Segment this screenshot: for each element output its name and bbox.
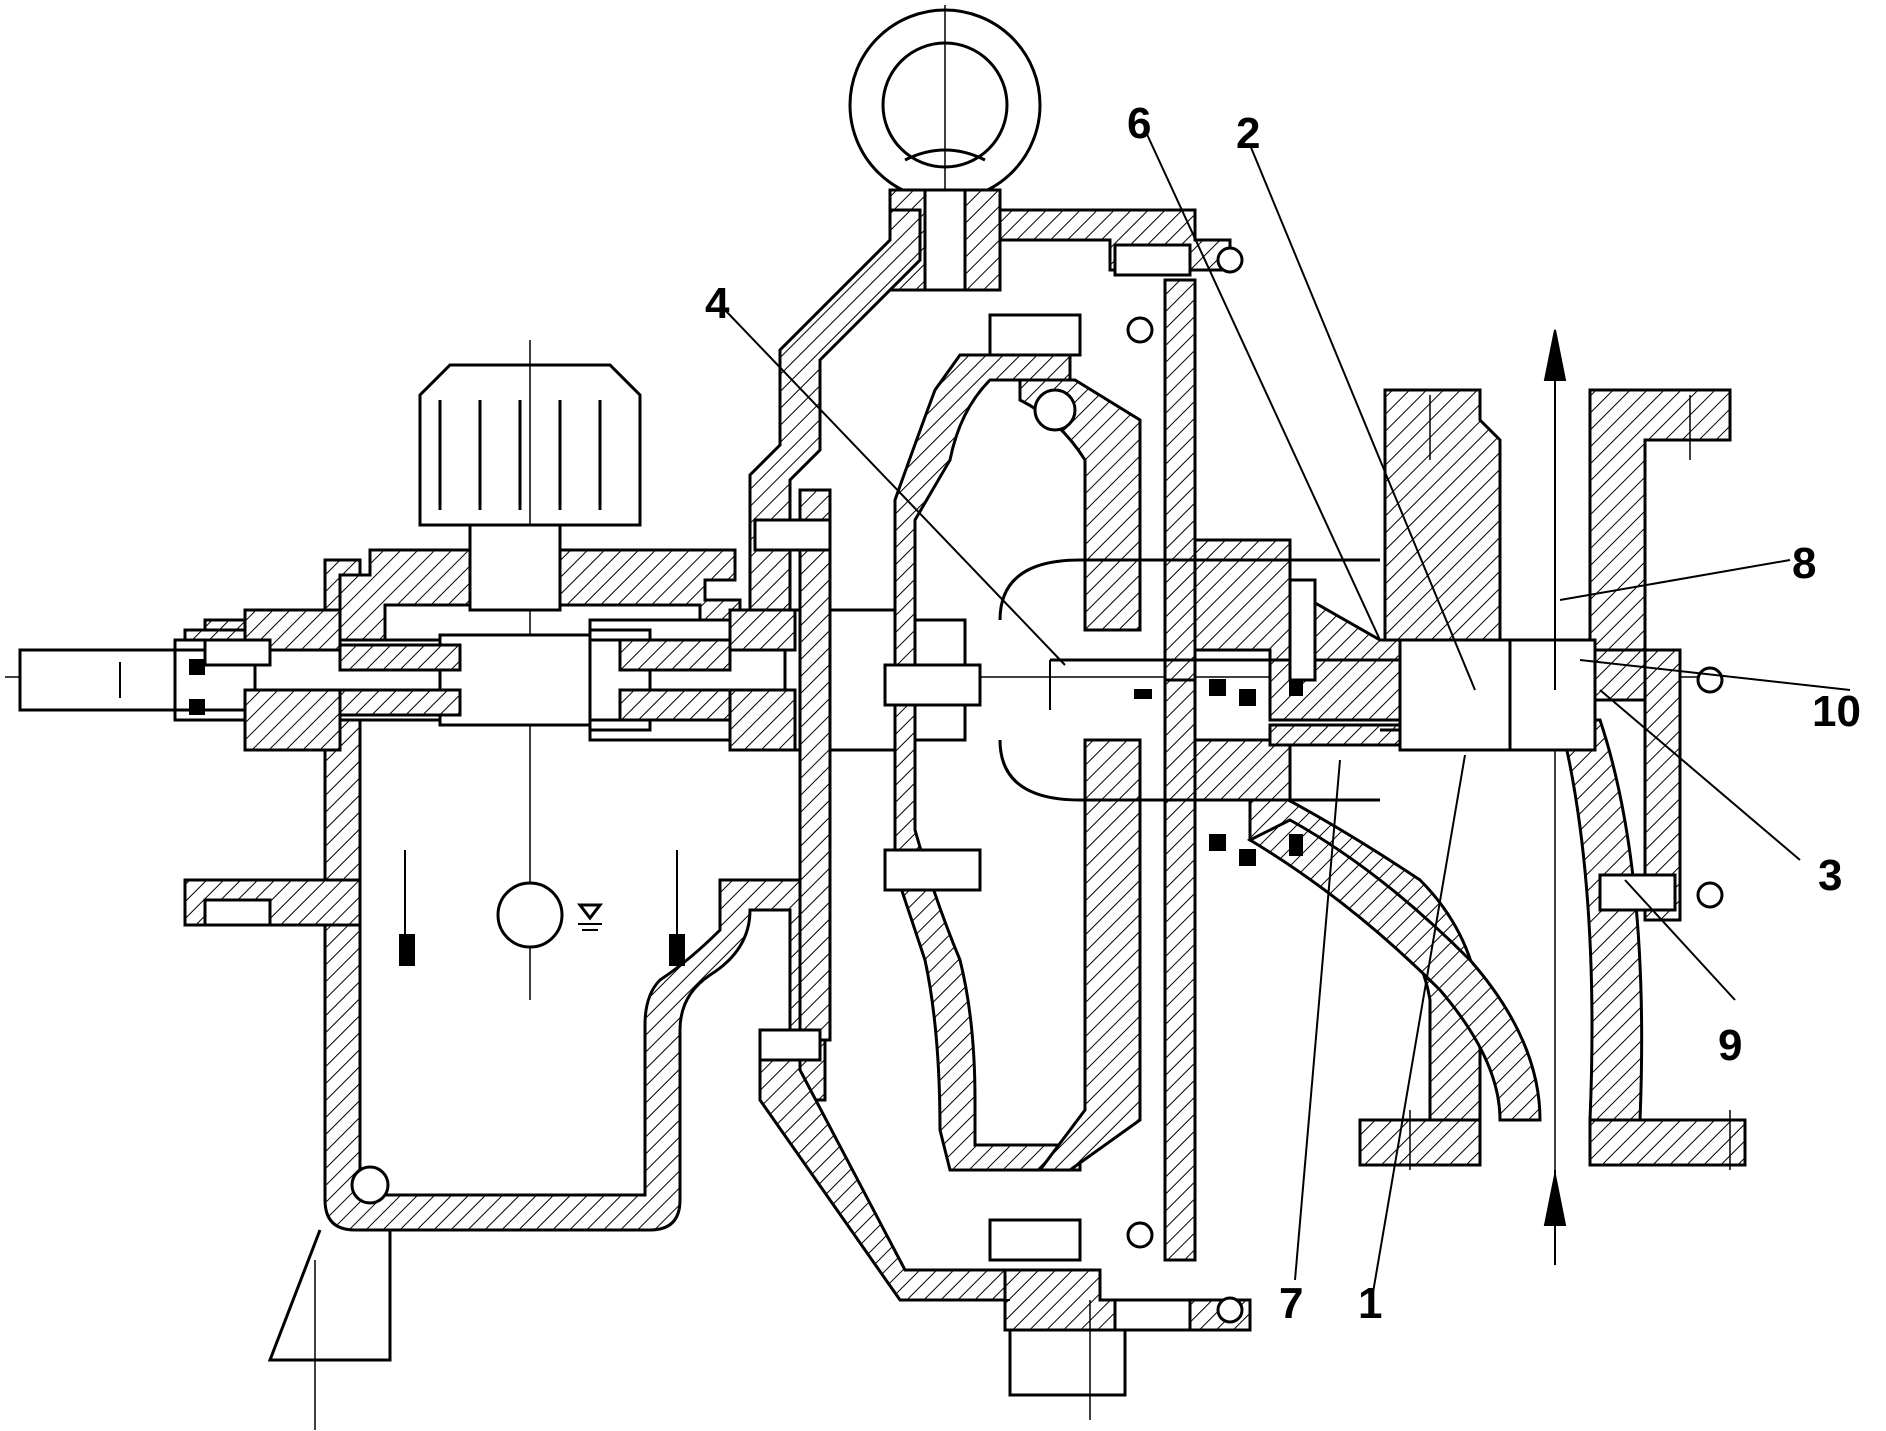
callout-4: 4	[705, 279, 730, 328]
callout-9: 9	[1718, 1021, 1742, 1070]
callout-6: 6	[1127, 99, 1151, 148]
shaft-sleeve	[998, 558, 1597, 802]
leader-lines	[724, 129, 1851, 1311]
oil-filler-cap	[418, 363, 642, 612]
bolts	[203, 243, 1724, 1332]
impeller	[893, 278, 1197, 1262]
arrow-icon	[1543, 329, 1567, 1265]
suction-flange	[1246, 388, 1747, 1170]
callout-3: 3	[1818, 851, 1842, 900]
callout-8: 8	[1792, 539, 1816, 588]
callout-2: 2	[1236, 109, 1260, 158]
callout-10: 10	[1812, 687, 1861, 736]
oil-level-triangle-icon	[576, 903, 604, 931]
callouts: 1 2 3 4 6 7 8 9 10	[705, 99, 1861, 1328]
callout-1: 1	[1358, 1279, 1382, 1328]
callout-7: 7	[1279, 1279, 1303, 1328]
